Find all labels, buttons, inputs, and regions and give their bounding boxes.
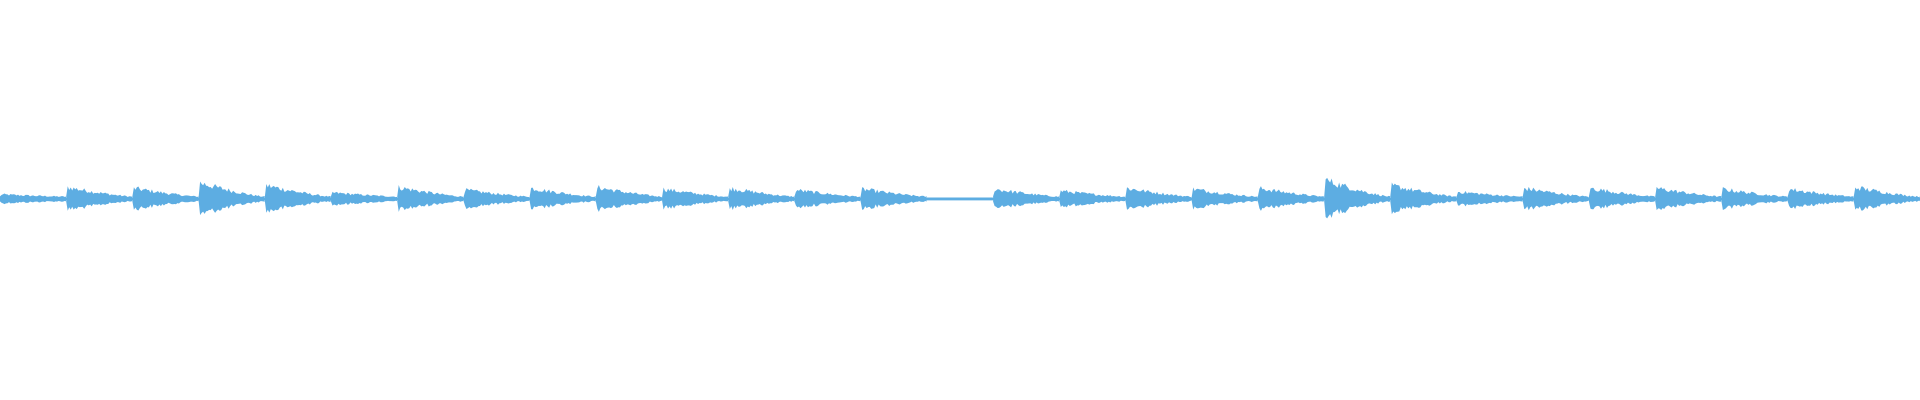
waveform-group bbox=[0, 177, 1920, 219]
